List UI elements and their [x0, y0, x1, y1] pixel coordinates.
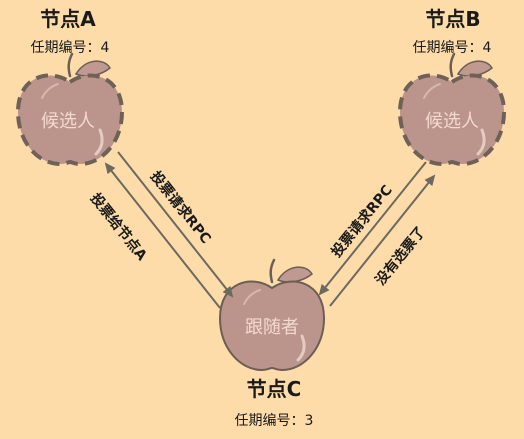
- edge-b-to-c-request: [318, 161, 427, 296]
- edge-label-b-to-c: 投票请求RPC: [328, 182, 396, 261]
- node-c-title: 节点C: [247, 377, 302, 401]
- apple-icon: [397, 52, 507, 167]
- node-b-term: 任期编号：4: [413, 40, 492, 56]
- node-c-role: 跟随者: [245, 317, 299, 338]
- node-b-role: 候选人: [425, 111, 479, 132]
- apple-icon: [15, 52, 125, 167]
- apple-icon: [218, 258, 326, 372]
- edge-label-c-to-a: 投票给节点A: [87, 190, 151, 264]
- node-b-title: 节点B: [425, 7, 480, 31]
- node-c-term: 任期编号：3: [235, 413, 314, 429]
- node-a-role: 候选人: [41, 111, 95, 132]
- edge-c-to-b-vote: [329, 174, 436, 307]
- node-a: 节点A 任期编号：4 候选人: [15, 7, 125, 167]
- node-a-title: 节点A: [40, 7, 96, 31]
- edge-c-to-a-vote: [104, 162, 221, 309]
- node-a-term: 任期编号：4: [31, 40, 110, 56]
- node-b: 节点B 任期编号：4 候选人: [397, 7, 507, 167]
- node-c: 跟随者 节点C 任期编号：3: [218, 258, 326, 429]
- edge-a-to-c-request: [117, 151, 234, 298]
- edge-label-a-to-c: 投票请求RPC: [147, 168, 215, 247]
- edge-label-c-to-b: 没有选票了: [372, 223, 429, 288]
